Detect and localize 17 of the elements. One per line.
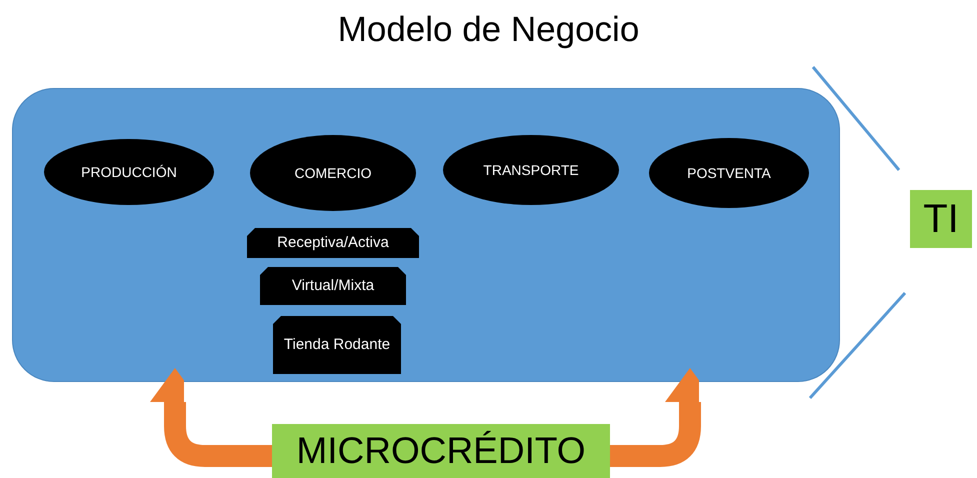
node-text: MICROCRÉDITO — [296, 430, 586, 472]
node-text: TI — [923, 196, 959, 242]
diagram-title: Modelo de Negocio — [336, 10, 640, 50]
label-box — [272, 424, 610, 478]
node-text: PRODUCCIÓN — [81, 164, 177, 180]
node-text: COMERCIO — [294, 165, 372, 181]
business-model-panel — [12, 88, 840, 382]
node-text: Receptiva/Activa — [277, 232, 389, 253]
node-text: TRANSPORTE — [483, 162, 579, 178]
curved-arrow — [150, 368, 272, 467]
channel-tab — [260, 267, 406, 305]
node-text: Tienda Rodante — [284, 334, 390, 355]
channel-tab — [273, 316, 401, 374]
label-box — [910, 190, 972, 248]
node-text: Virtual/Mixta — [292, 276, 374, 296]
node-text: POSTVENTA — [687, 165, 771, 181]
channel-tab — [247, 228, 419, 258]
